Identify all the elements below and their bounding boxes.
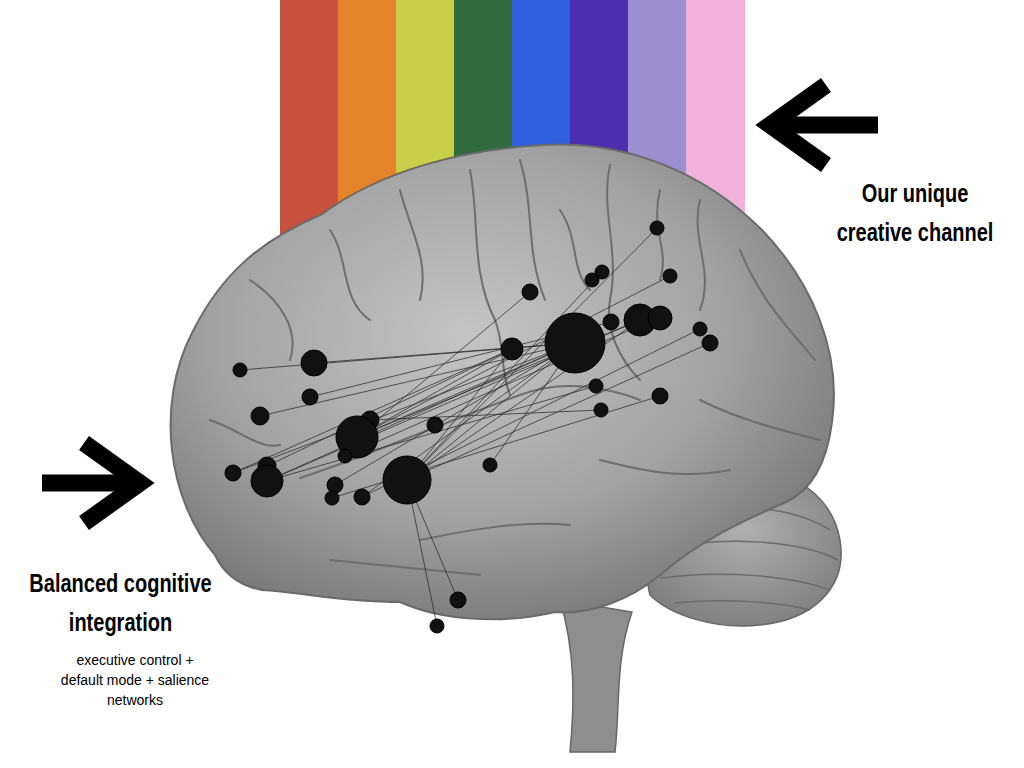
brain-gyri [210, 160, 820, 575]
network-dots [225, 221, 718, 633]
pointer-arrow [770, 85, 878, 165]
brainstem [560, 600, 632, 752]
heading-label: Our unique creative channel [831, 174, 999, 252]
pointer-arrow [42, 443, 140, 523]
note-label: executive control + default mode + salie… [59, 650, 211, 710]
cerebrum [171, 144, 834, 619]
heading-label: Balanced cognitive integration [27, 564, 215, 642]
connectivity-lines [233, 228, 710, 626]
